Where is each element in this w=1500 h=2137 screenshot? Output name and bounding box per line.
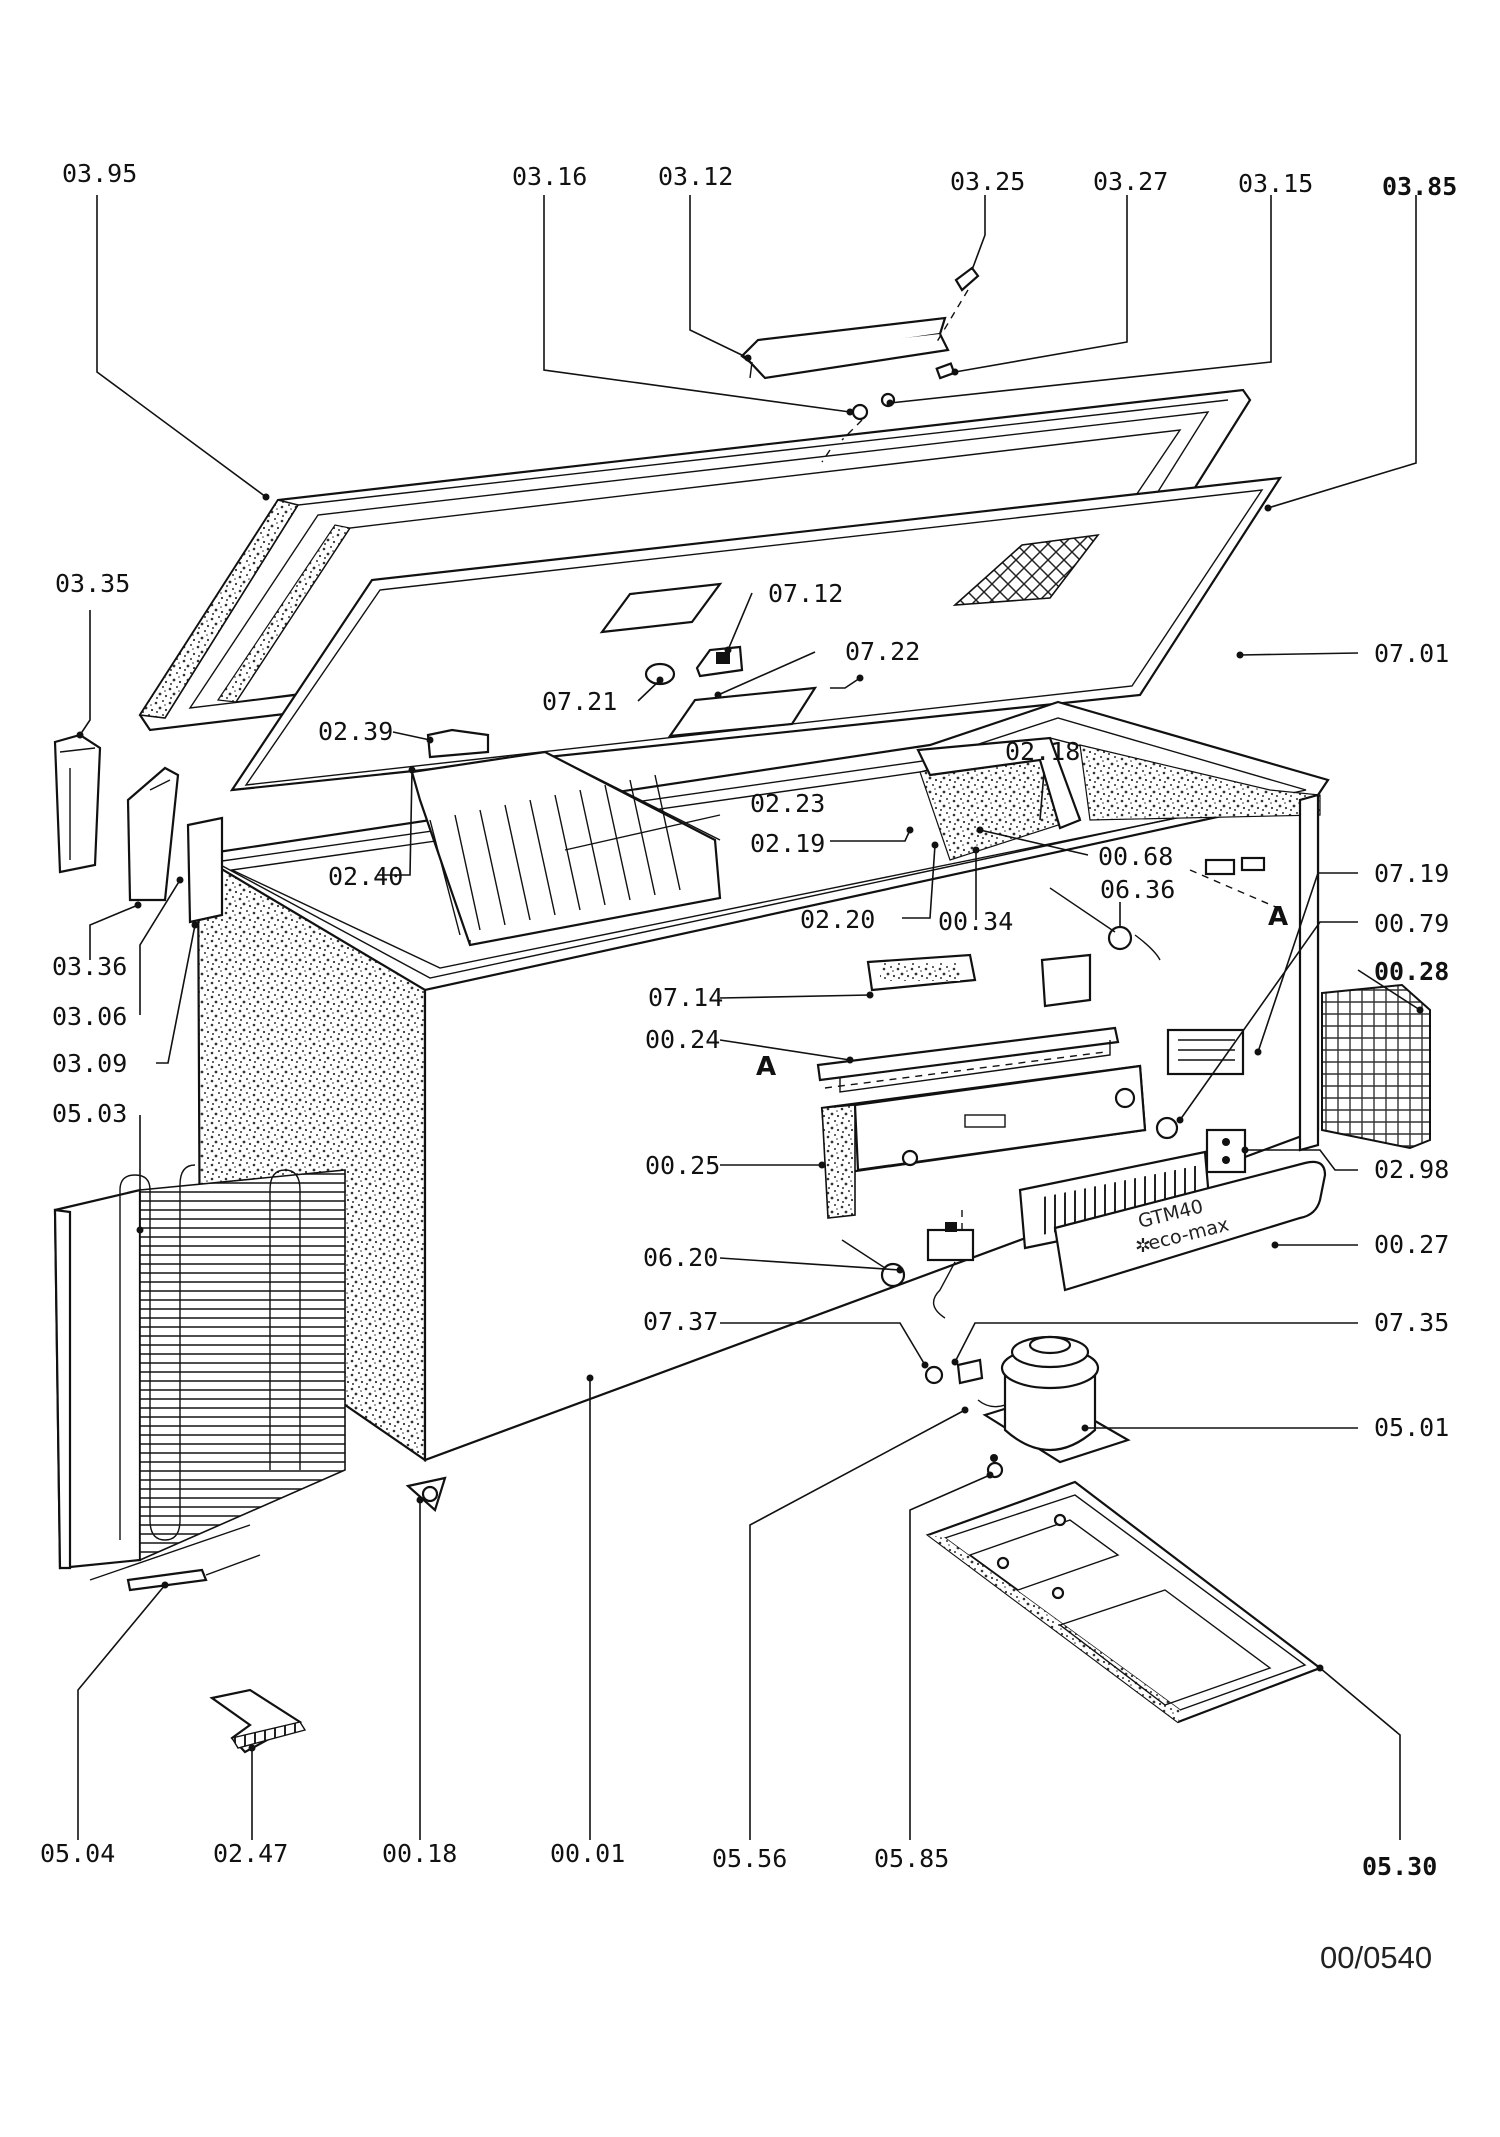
label-03-25: 03.25	[950, 167, 1025, 196]
label-00-27: 00.27	[1374, 1230, 1449, 1259]
label-03-35: 03.35	[55, 569, 130, 598]
section-marker-left: A	[756, 1052, 776, 1082]
wire-basket	[410, 728, 722, 947]
label-05-01: 05.01	[1374, 1413, 1449, 1442]
label-07-14: 07.14	[648, 983, 723, 1012]
label-05-85: 05.85	[874, 1844, 949, 1873]
label-02-47: 02.47	[213, 1839, 288, 1868]
label-07-21: 07.21	[542, 687, 617, 716]
label-00-01: 00.01	[550, 1839, 625, 1868]
label-06-36: 06.36	[1100, 875, 1175, 904]
drawing-reference-code: 00/0540	[1320, 1940, 1432, 1975]
label-03-09: 03.09	[52, 1049, 127, 1078]
adjustable-foot	[405, 1476, 447, 1512]
label-05-56: 05.56	[712, 1844, 787, 1873]
label-07-22: 07.22	[845, 637, 920, 666]
compressor-assembly	[924, 1335, 1323, 1724]
label-06-20: 06.20	[643, 1243, 718, 1272]
hinge-plates	[53, 733, 224, 924]
label-02-19: 02.19	[750, 829, 825, 858]
label-02-23: 02.23	[750, 789, 825, 818]
label-03-12: 03.12	[658, 162, 733, 191]
label-00-34: 00.34	[938, 907, 1013, 936]
section-marker-right: A	[1268, 902, 1288, 932]
label-05-30: 05.30	[1362, 1852, 1437, 1881]
label-00-28: 00.28	[1374, 957, 1449, 986]
ice-scraper	[209, 1688, 307, 1754]
label-07-12: 07.12	[768, 579, 843, 608]
lid-assembly	[138, 266, 1283, 792]
part-labels: 03.95 03.16 03.12 03.25 03.27 03.15 03.8…	[40, 159, 1457, 1881]
label-02-20: 02.20	[800, 905, 875, 934]
label-00-24: 00.24	[645, 1025, 720, 1054]
label-03-27: 03.27	[1093, 167, 1168, 196]
label-02-18: 02.18	[1005, 737, 1080, 766]
label-02-40: 02.40	[328, 862, 403, 891]
label-02-98: 02.98	[1374, 1155, 1449, 1184]
label-00-18: 00.18	[382, 1839, 457, 1868]
label-03-36: 03.36	[52, 952, 127, 981]
filter-drier	[126, 1554, 261, 1592]
label-05-03: 05.03	[52, 1099, 127, 1128]
label-07-35: 07.35	[1374, 1308, 1449, 1337]
label-07-01: 07.01	[1374, 639, 1449, 668]
label-07-19: 07.19	[1374, 859, 1449, 888]
label-03-95: 03.95	[62, 159, 137, 188]
snowflake-icon: ✲	[1135, 1235, 1151, 1257]
label-07-37: 07.37	[643, 1307, 718, 1336]
label-03-85: 03.85	[1382, 172, 1457, 201]
label-00-25: 00.25	[645, 1151, 720, 1180]
label-05-04: 05.04	[40, 1839, 115, 1868]
leader-dots	[76, 354, 1424, 1752]
label-03-15: 03.15	[1238, 169, 1313, 198]
condenser-coil	[53, 1164, 346, 1581]
label-02-39: 02.39	[318, 717, 393, 746]
lid-light-parts	[644, 645, 818, 738]
label-00-68: 00.68	[1098, 842, 1173, 871]
callout-leaders	[77, 195, 1421, 1840]
label-03-06: 03.06	[52, 1002, 127, 1031]
label-00-79: 00.79	[1374, 909, 1449, 938]
label-03-16: 03.16	[512, 162, 587, 191]
